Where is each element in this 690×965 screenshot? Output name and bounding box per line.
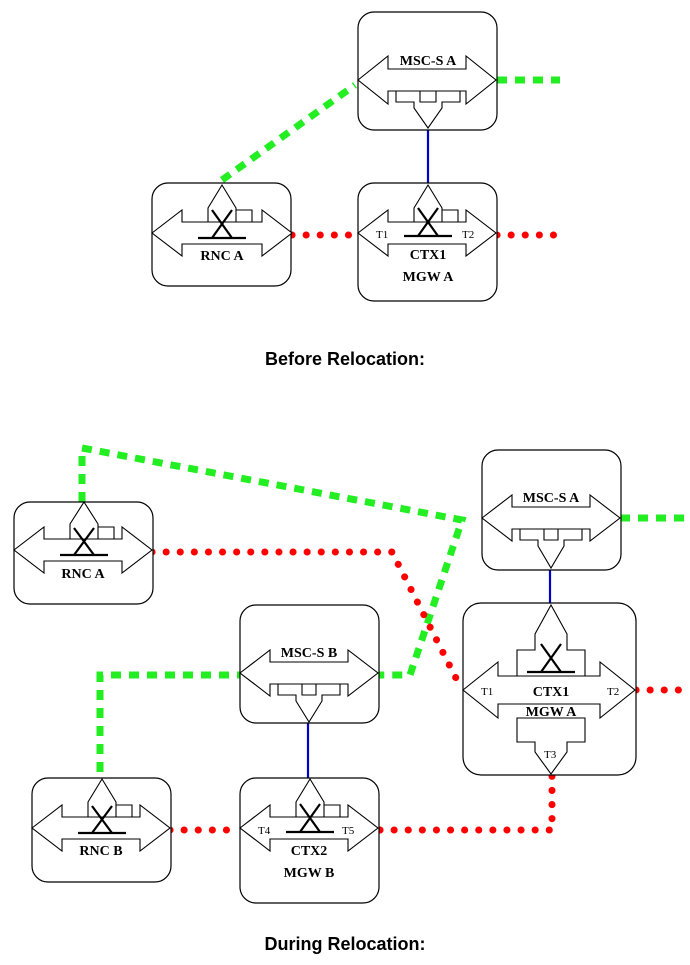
msc-s-b-node: MSC-S B — [239, 604, 380, 724]
terminal-t5-label: T5 — [342, 825, 355, 837]
up-arrow-icon — [516, 603, 586, 677]
mgw-b-label: MGW B — [284, 866, 335, 881]
double-arrow-icon — [357, 208, 497, 258]
switch-x-icon — [527, 643, 575, 674]
mgw-a-label: MGW A — [403, 270, 455, 285]
double-arrow-icon — [151, 208, 293, 258]
rnc-a-label: RNC A — [200, 249, 244, 264]
msc-s-a-node: MSC-S A — [357, 11, 498, 131]
up-arrow-icon — [398, 183, 459, 223]
msc-s-a-node-during: MSC-S A — [481, 449, 622, 571]
switch-x-icon — [198, 209, 246, 240]
terminal-t4-label: T4 — [258, 825, 271, 837]
up-arrow-icon — [280, 777, 341, 818]
terminal-t1-label: T1 — [481, 686, 493, 698]
down-arrow-icon — [277, 683, 341, 724]
mgw-a-label: MGW A — [526, 705, 578, 720]
down-arrow-icon — [516, 717, 586, 775]
mgw-b-context-label: CTX2 — [291, 844, 328, 859]
double-arrow-icon — [239, 803, 379, 853]
up-arrow-icon — [72, 777, 133, 818]
rnc-a-node-during: RNC A — [13, 500, 154, 605]
terminal-t2-label: T2 — [462, 229, 474, 241]
down-arrow-icon — [519, 528, 583, 570]
rnc-b-node: RNC B — [31, 777, 172, 883]
mgw-a-node: T1 T2 CTX1 MGW A — [357, 182, 498, 302]
signalling-link-rnc-a-msc-s-a — [78, 443, 467, 679]
double-arrow-icon — [239, 648, 379, 698]
msc-s-b-label: MSC-S B — [281, 646, 337, 661]
switch-x-icon — [78, 805, 126, 835]
mgw-a-context-label: CTX1 — [410, 248, 447, 263]
rnc-a-label: RNC A — [61, 567, 105, 582]
rnc-a-node: RNC A — [151, 182, 293, 287]
before-relocation-caption: Before Relocation: — [265, 349, 425, 369]
signalling-link-rnc-b-msc-s-b — [96, 671, 240, 772]
terminal-t3-label: T3 — [544, 749, 557, 761]
mgw-b-node: T4 T5 CTX2 MGW B — [239, 777, 380, 904]
switch-x-icon — [404, 207, 452, 238]
terminal-t2-label: T2 — [607, 686, 619, 698]
up-arrow-icon — [192, 183, 253, 223]
switch-x-icon — [286, 803, 334, 834]
during-relocation-caption: During Relocation: — [265, 934, 426, 954]
switch-x-icon — [60, 527, 108, 557]
rnc-b-label: RNC B — [79, 844, 122, 859]
bearer-link-mgw-b-mgw-a — [376, 771, 556, 834]
double-arrow-icon — [462, 660, 636, 720]
double-arrow-icon — [13, 525, 153, 575]
up-arrow-icon — [54, 500, 115, 540]
double-arrow-icon — [357, 54, 497, 106]
msc-s-a-label: MSC-S A — [523, 491, 580, 506]
msc-s-a-label: MSC-S A — [400, 54, 457, 69]
mgw-a-context-label: CTX1 — [533, 685, 570, 700]
double-arrow-icon — [31, 803, 171, 853]
mgw-a-node-during: T1 T2 T3 CTX1 MGW A — [462, 602, 637, 776]
down-arrow-icon — [395, 90, 461, 129]
terminal-t1-label: T1 — [376, 229, 388, 241]
signalling-link-rnc-a-msc-s-a — [219, 82, 358, 183]
double-arrow-icon — [481, 493, 621, 543]
bearer-link-rnc-a-mgw-a — [148, 548, 466, 694]
